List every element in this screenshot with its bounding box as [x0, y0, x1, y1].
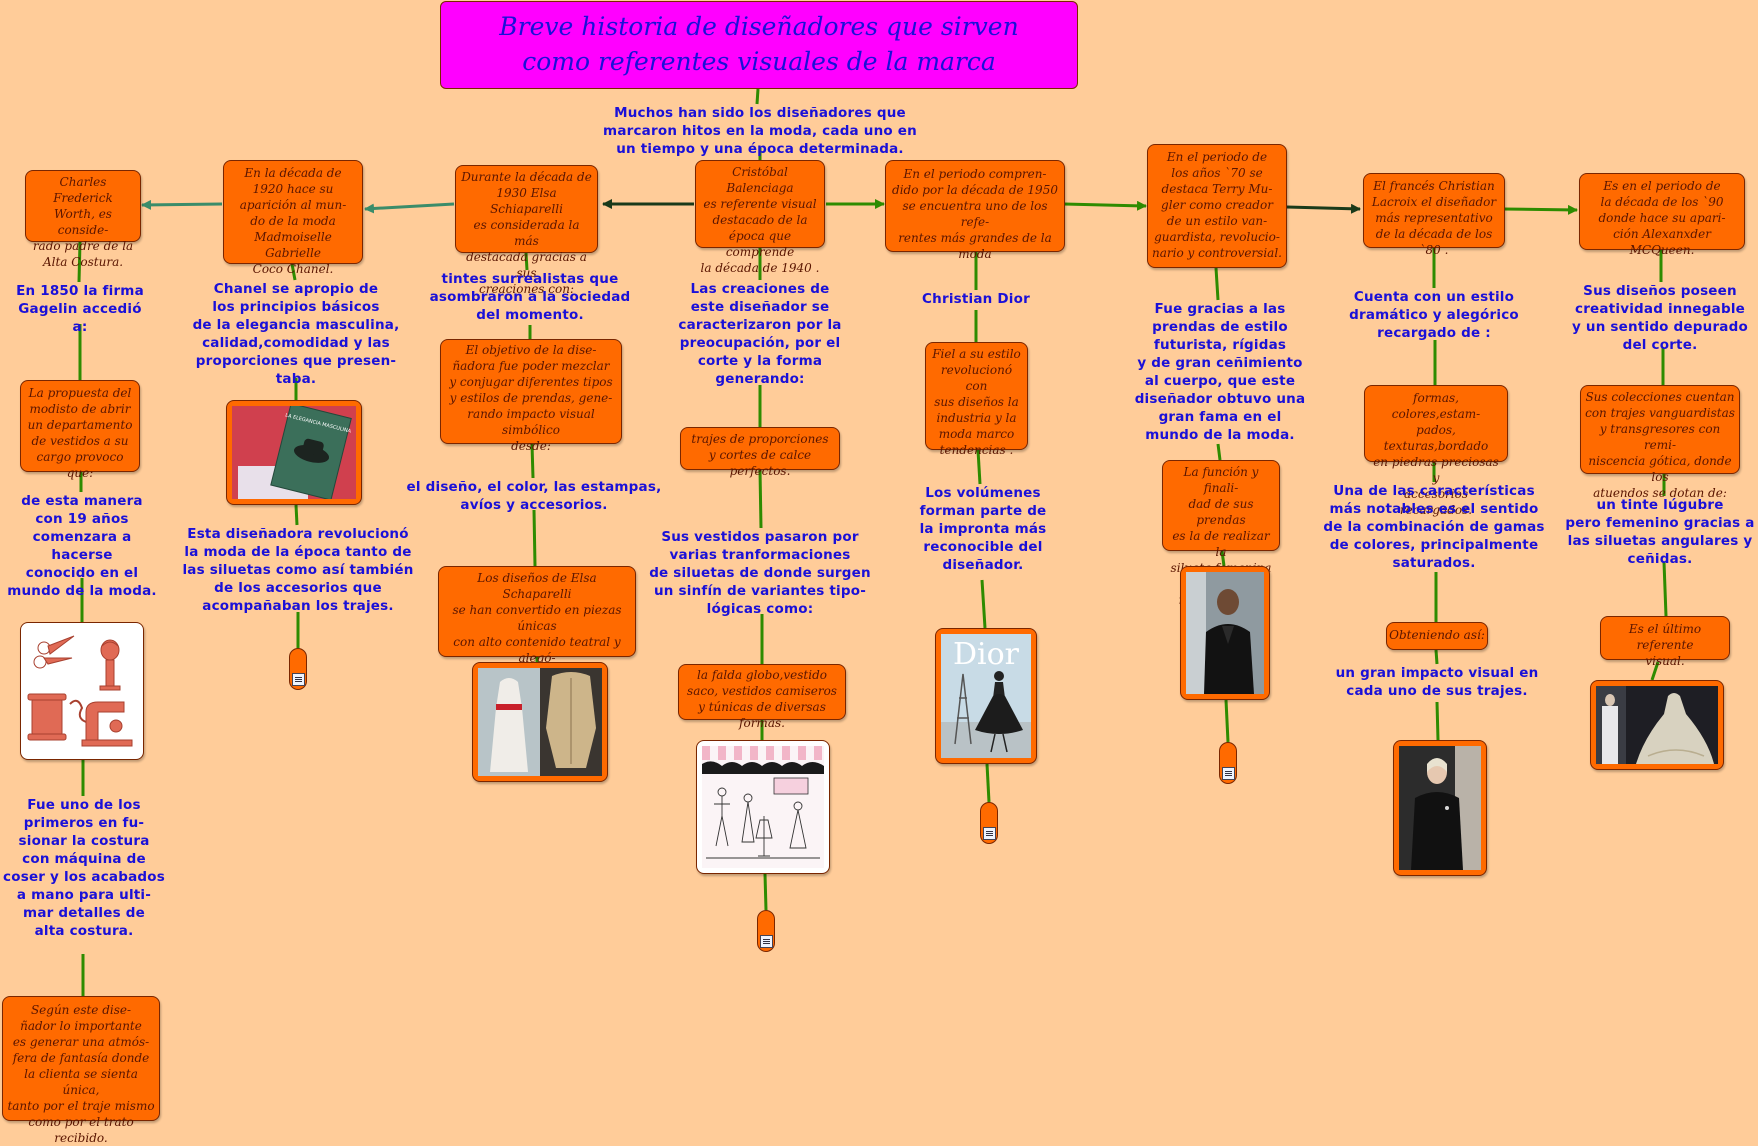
lacroix-label-1: Cuenta con un estilo dramático y alegóri…: [1334, 288, 1534, 342]
lacroix-node-2[interactable]: formas, colores,estam- pados, texturas,b…: [1364, 385, 1508, 462]
worth-node-2[interactable]: La propuesta del modisto de abrir un dep…: [20, 380, 140, 472]
mcqueen-label-2: un tinte lúgubre pero femenino gracias a…: [1562, 496, 1758, 568]
balenciaga-node-2[interactable]: trajes de proporciones y cortes de calce…: [680, 427, 840, 470]
intro-text: Muchos han sido los diseñadores que marc…: [585, 104, 935, 158]
lacroix-runway-image: [1393, 740, 1487, 876]
chanel-node[interactable]: En la década de 1920 hace su aparición a…: [223, 160, 363, 264]
chanel-book-image: LA ELEGANCIA MASCULINA: [226, 400, 362, 505]
mcqueen-runway-image: [1590, 680, 1724, 770]
mcqueen-node-3[interactable]: Es el último referente visual.: [1600, 616, 1730, 660]
lacroix-node-3[interactable]: Obteniendo así:: [1386, 622, 1488, 650]
designer-portrait-icon: [1186, 572, 1264, 694]
mugler-label-1: Fue gracias a las prendas de estilo futu…: [1125, 300, 1315, 444]
dior-node-2[interactable]: Fiel a su estilo revolucionó con sus dis…: [925, 342, 1028, 450]
dior-label-2: Los volúmenes forman parte de la impront…: [908, 484, 1058, 574]
chanel-attachment-icon[interactable]: [289, 648, 307, 690]
schiaparelli-node[interactable]: Durante la década de 1930 Elsa Schiapare…: [455, 165, 598, 253]
worth-node[interactable]: Charles Frederick Worth, es conside- rad…: [25, 170, 141, 242]
lacroix-label-3: un gran impacto visual en cada uno de su…: [1320, 664, 1554, 700]
runway-gown-icon: [1596, 686, 1718, 764]
sewing-tools-image: [20, 622, 144, 760]
schiaparelli-node-2[interactable]: El objetivo de la dise- ñadora fue poder…: [440, 339, 622, 444]
lacroix-label-2: Una de las características más notables …: [1314, 482, 1554, 572]
worth-label-1: En 1850 la firma Gagelin accedió a:: [2, 282, 158, 336]
worth-node-3[interactable]: Según este dise- ñador lo importante es …: [2, 996, 160, 1121]
balenciaga-node[interactable]: Cristóbal Balenciaga es referente visual…: [695, 160, 825, 248]
schiaparelli-label-1: tintes surrealistas que asombraron a la …: [420, 270, 640, 324]
chanel-label-2: Esta diseñadora revolucionó la moda de l…: [180, 525, 416, 615]
balenciaga-attachment-icon[interactable]: [757, 910, 775, 952]
worth-label-3: Fue uno de los primeros en fu- sionar la…: [0, 796, 168, 940]
book-photo-icon: LA ELEGANCIA MASCULINA: [232, 406, 356, 499]
mugler-attachment-icon[interactable]: [1219, 742, 1237, 784]
dior-node[interactable]: En el periodo compren- dido por la décad…: [885, 160, 1065, 252]
boutique-image: [696, 740, 830, 874]
garments-photo-icon: [478, 668, 602, 776]
mugler-portrait-image: [1180, 566, 1270, 700]
mcqueen-node[interactable]: Es en el periodo de la década de los `90…: [1579, 173, 1745, 250]
mugler-node-2[interactable]: La función y finali- dad de sus prendas …: [1162, 460, 1280, 551]
balenciaga-label-1: Las creaciones de este diseñador se cara…: [660, 280, 860, 388]
dior-attachment-icon[interactable]: [980, 802, 998, 844]
mugler-node[interactable]: En el periodo de los años `70 se destaca…: [1147, 144, 1287, 268]
dior-poster-image: Dior: [935, 628, 1037, 764]
mcqueen-label-1: Sus diseños poseen creatividad innegable…: [1562, 282, 1758, 354]
dior-poster-text: Dior: [953, 637, 1020, 672]
schiaparelli-node-3[interactable]: Los diseños de Elsa Schaparelli se han c…: [438, 566, 636, 657]
balenciaga-label-2: Sus vestidos pasaron por varias tranform…: [640, 528, 880, 618]
lacroix-node[interactable]: El francés Christian Lacroix el diseñado…: [1363, 173, 1505, 248]
dior-poster-icon: Dior: [941, 634, 1031, 758]
sewing-tools-icon: [26, 628, 138, 754]
balenciaga-node-3[interactable]: la falda globo,vestido saco, vestidos ca…: [678, 664, 846, 720]
worth-label-2: de esta manera con 19 años comenzara a h…: [0, 492, 164, 600]
schiaparelli-image: [472, 662, 608, 782]
schiaparelli-label-2: el diseño, el color, las estampas, avíos…: [398, 478, 670, 514]
boutique-sketch-icon: [702, 746, 824, 868]
chanel-label-1: Chanel se apropio de los principios bási…: [178, 280, 414, 388]
runway-designer-icon: [1399, 746, 1481, 870]
concept-map: Breve historia de diseñadores que sirven…: [0, 0, 1758, 1123]
mcqueen-node-2[interactable]: Sus colecciones cuentan con trajes vangu…: [1580, 385, 1740, 474]
map-title: Breve historia de diseñadores que sirven…: [440, 1, 1078, 89]
dior-label-1: Christian Dior: [900, 290, 1052, 308]
